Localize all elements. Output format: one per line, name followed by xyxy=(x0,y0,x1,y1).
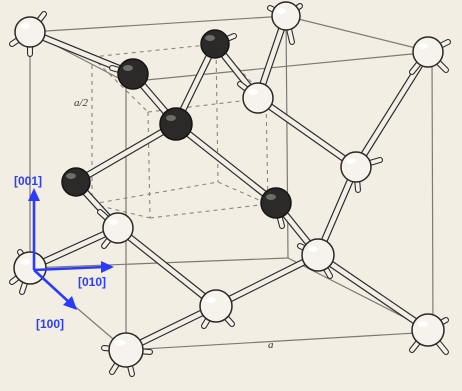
atom xyxy=(14,16,46,48)
atom xyxy=(13,251,47,285)
direction-100-label: [100] xyxy=(36,317,64,331)
atom xyxy=(411,313,445,347)
lattice-constant-label: a xyxy=(268,339,274,351)
arrow-head-icon xyxy=(63,296,77,310)
half-lattice-label: a/2 xyxy=(74,97,89,109)
atom xyxy=(199,289,233,323)
direction-010-label: [010] xyxy=(78,275,106,289)
atom xyxy=(102,212,134,244)
atom xyxy=(108,332,144,368)
dark-atoms xyxy=(61,29,292,219)
light-atoms xyxy=(13,1,445,368)
atom xyxy=(242,82,274,114)
direction-001-label: [001] xyxy=(14,174,42,188)
crystal-direction-axes: [001] [010] [100] xyxy=(14,174,114,331)
atom xyxy=(200,29,230,59)
atom xyxy=(301,238,335,272)
atom xyxy=(159,107,193,141)
atom xyxy=(117,58,149,90)
direction-100-arrow xyxy=(33,269,71,304)
atom xyxy=(271,1,301,31)
arrow-head-icon xyxy=(101,261,114,273)
atom xyxy=(412,36,444,68)
atom xyxy=(260,187,292,219)
atom xyxy=(340,151,372,183)
atom xyxy=(61,167,91,197)
direction-010-arrow xyxy=(33,265,105,272)
arrow-head-icon xyxy=(28,188,40,201)
